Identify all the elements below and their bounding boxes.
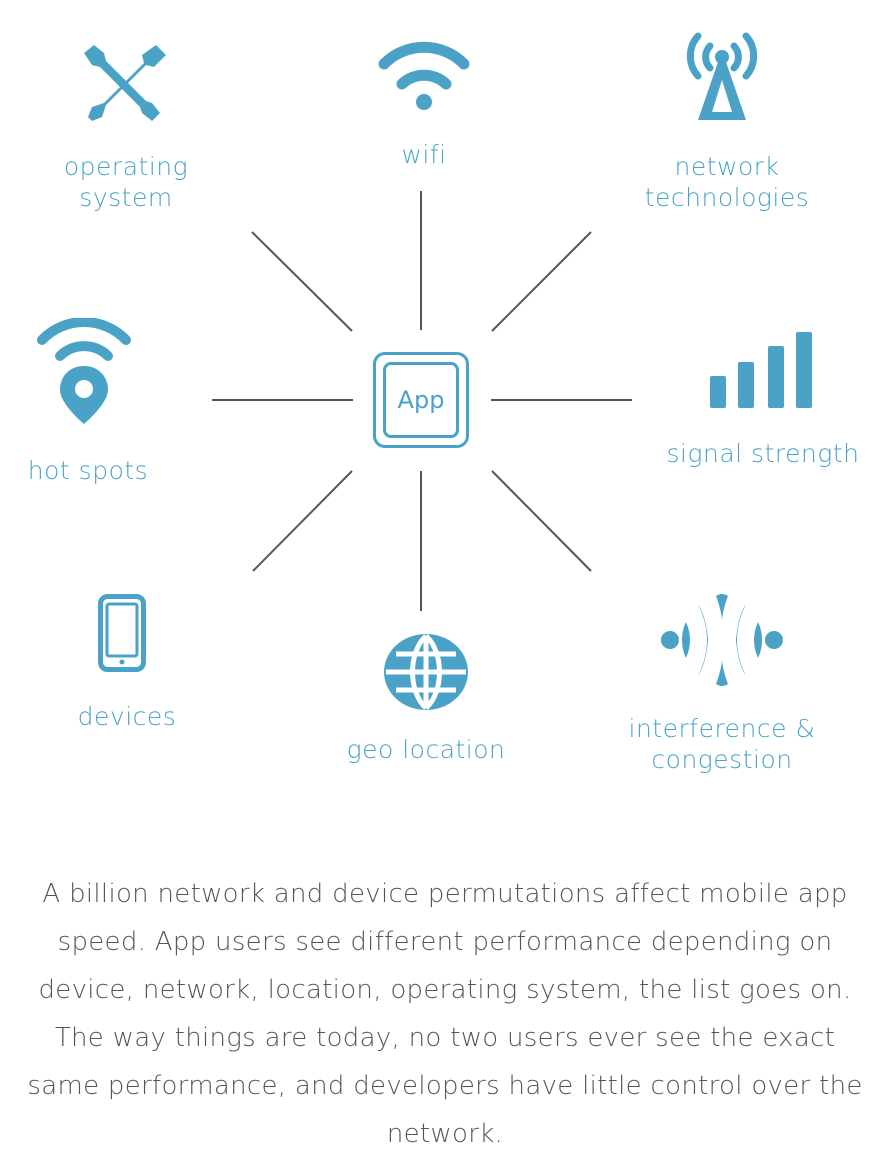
geo-location-label: geo location — [346, 735, 506, 764]
app-label: App — [383, 362, 459, 438]
app-center-box: App — [373, 352, 469, 448]
operating-system-label: operating system — [63, 152, 189, 212]
signal-bars-icon — [710, 332, 812, 408]
wifi-label: wifi — [401, 140, 447, 169]
antenna-icon — [686, 32, 758, 120]
wifi-icon — [378, 41, 470, 110]
spoke-network-technologies — [491, 231, 592, 332]
hot-spots-label: hot spots — [27, 456, 149, 485]
description-paragraph: A billion network and device permutation… — [27, 879, 863, 1149]
spoke-devices — [252, 470, 353, 572]
network-technologies-label: network technologies — [644, 152, 810, 212]
interference-icon — [661, 594, 783, 686]
interference-congestion-label: interference & congestion — [628, 714, 816, 774]
spoke-interference — [491, 470, 592, 572]
devices-label: devices — [77, 702, 177, 731]
phone-icon — [98, 594, 146, 672]
signal-strength-label: signal strength — [666, 439, 860, 468]
tools-icon — [84, 45, 166, 121]
hotspot-pin-icon — [37, 318, 131, 424]
spoke-operating-system — [251, 231, 353, 332]
diagram-connectors — [212, 191, 632, 611]
globe-icon — [384, 634, 468, 710]
